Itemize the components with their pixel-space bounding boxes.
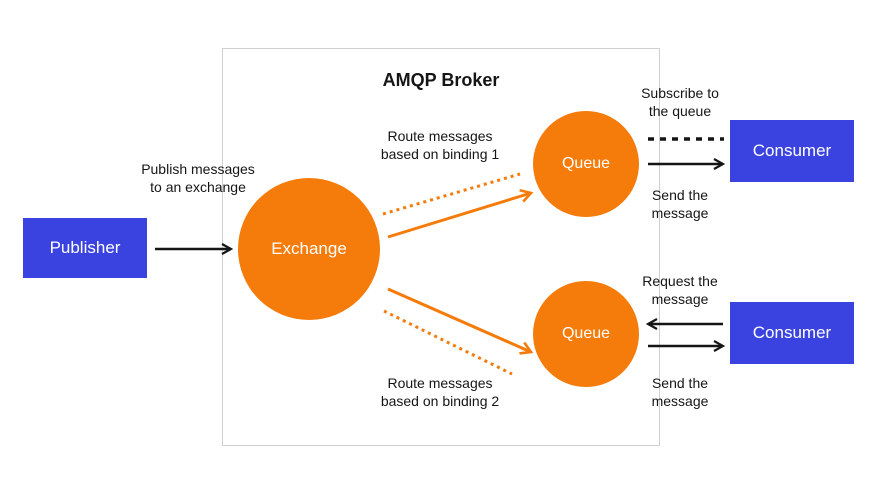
send1-annotation-line1: Send the xyxy=(651,187,709,203)
send2-annotation-line1: Send the xyxy=(651,375,709,391)
request-annotation: Request the message xyxy=(625,272,735,308)
consumer-label: Consumer xyxy=(752,323,832,342)
send1-annotation: Send the message xyxy=(625,186,735,222)
send2-annotation-line2: message xyxy=(651,393,709,409)
binding2-dotted-line xyxy=(383,309,513,376)
request-annotation-line2: message xyxy=(651,291,709,307)
subscribe-annotation-line1: Subscribe to xyxy=(641,85,719,101)
broker-title: AMQP Broker xyxy=(382,70,500,90)
binding2-annotation-line2: based on binding 2 xyxy=(380,393,500,409)
exchange-label: Exchange xyxy=(271,239,347,258)
send2-annotation: Send the message xyxy=(625,374,735,410)
queue-node-1: Queue xyxy=(533,111,639,217)
binding1-dotted-line xyxy=(382,172,521,216)
binding2-annotation: Route messages based on binding 2 xyxy=(360,374,520,410)
exchange-node: Exchange xyxy=(238,178,380,320)
request-annotation-line1: Request the xyxy=(642,273,718,289)
binding1-annotation: Route messages based on binding 1 xyxy=(360,127,520,163)
binding1-arrow xyxy=(387,193,531,239)
queue-label: Queue xyxy=(561,155,611,172)
subscribe-annotation-line2: the queue xyxy=(648,103,712,119)
subscribe-annotation: Subscribe to the queue xyxy=(625,84,735,120)
publish-annotation-line1: Publish messages xyxy=(141,161,255,177)
queue-label: Queue xyxy=(561,325,611,342)
publisher-label: Publisher xyxy=(49,238,121,257)
send1-annotation-line2: message xyxy=(651,205,709,221)
binding2-arrow xyxy=(387,287,531,352)
publish-annotation-line2: to an exchange xyxy=(150,179,246,195)
binding1-annotation-line2: based on binding 1 xyxy=(380,146,500,162)
binding2-annotation-line1: Route messages xyxy=(387,375,493,391)
binding1-annotation-line1: Route messages xyxy=(387,128,493,144)
consumer-box-2: Consumer xyxy=(730,302,854,364)
consumer-label: Consumer xyxy=(752,141,832,160)
publisher-box: Publisher xyxy=(23,218,147,278)
publish-annotation: Publish messages to an exchange xyxy=(118,160,278,196)
consumer-box-1: Consumer xyxy=(730,120,854,182)
queue-node-2: Queue xyxy=(533,281,639,387)
